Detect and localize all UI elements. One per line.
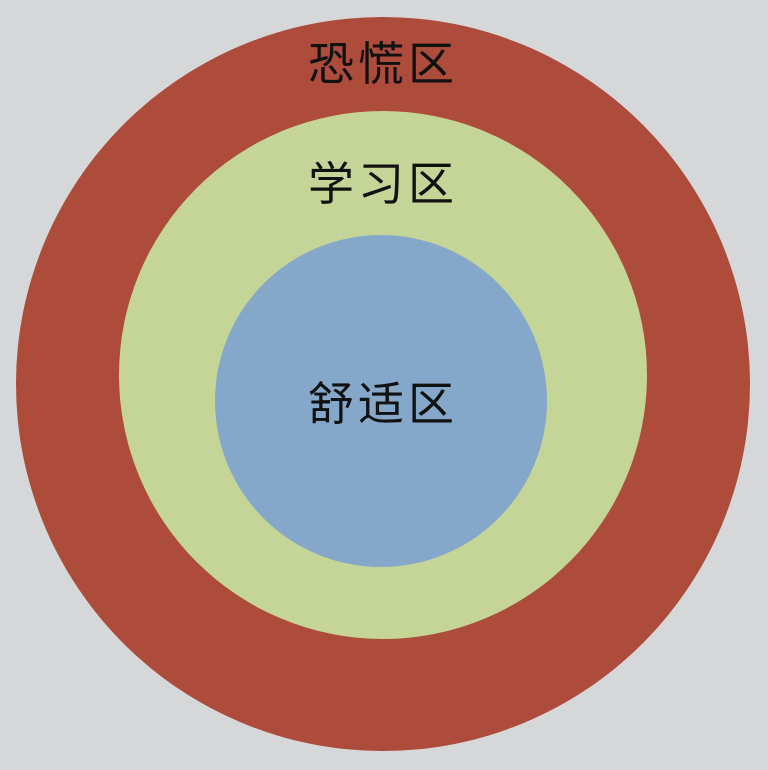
panic-zone-label: 恐慌区 xyxy=(308,37,458,91)
comfort-zone-label: 舒适区 xyxy=(308,377,458,431)
comfort-zone-circle xyxy=(215,235,547,567)
learning-zone-label: 学习区 xyxy=(308,157,458,211)
